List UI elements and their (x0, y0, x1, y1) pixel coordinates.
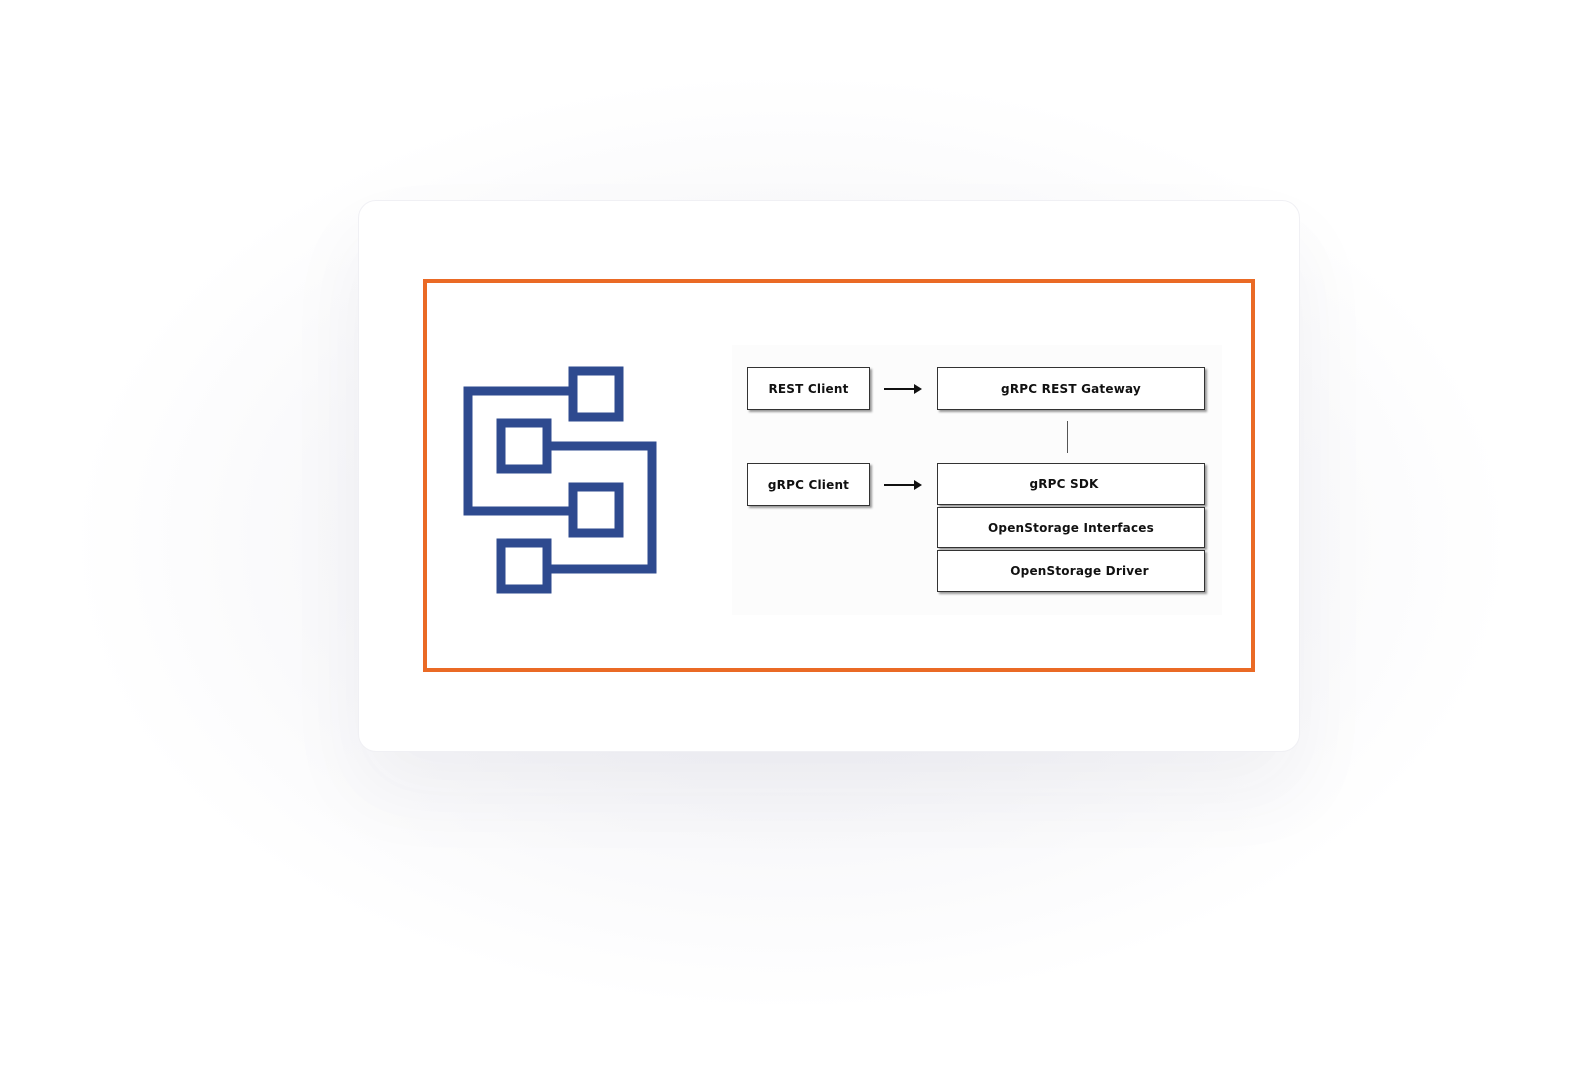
openstorage-driver-box: OpenStorage Driver (937, 550, 1205, 592)
gateway-sdk-connector (1067, 421, 1068, 453)
grpc-client-box: gRPC Client (747, 463, 870, 506)
content-card: REST Client gRPC REST Gateway gRPC Clien… (358, 200, 1300, 752)
grpc-rest-gateway-box: gRPC REST Gateway (937, 367, 1205, 410)
openstorage-interfaces-box: OpenStorage Interfaces (937, 507, 1205, 548)
rest-client-box: REST Client (747, 367, 870, 410)
rest-arrow (884, 384, 922, 394)
architecture-diagram: REST Client gRPC REST Gateway gRPC Clien… (732, 345, 1222, 615)
diagram-frame: REST Client gRPC REST Gateway gRPC Clien… (423, 279, 1255, 672)
grpc-arrow (884, 480, 922, 490)
openstorage-logo-icon (463, 366, 657, 594)
grpc-sdk-box: gRPC SDK (937, 463, 1205, 505)
